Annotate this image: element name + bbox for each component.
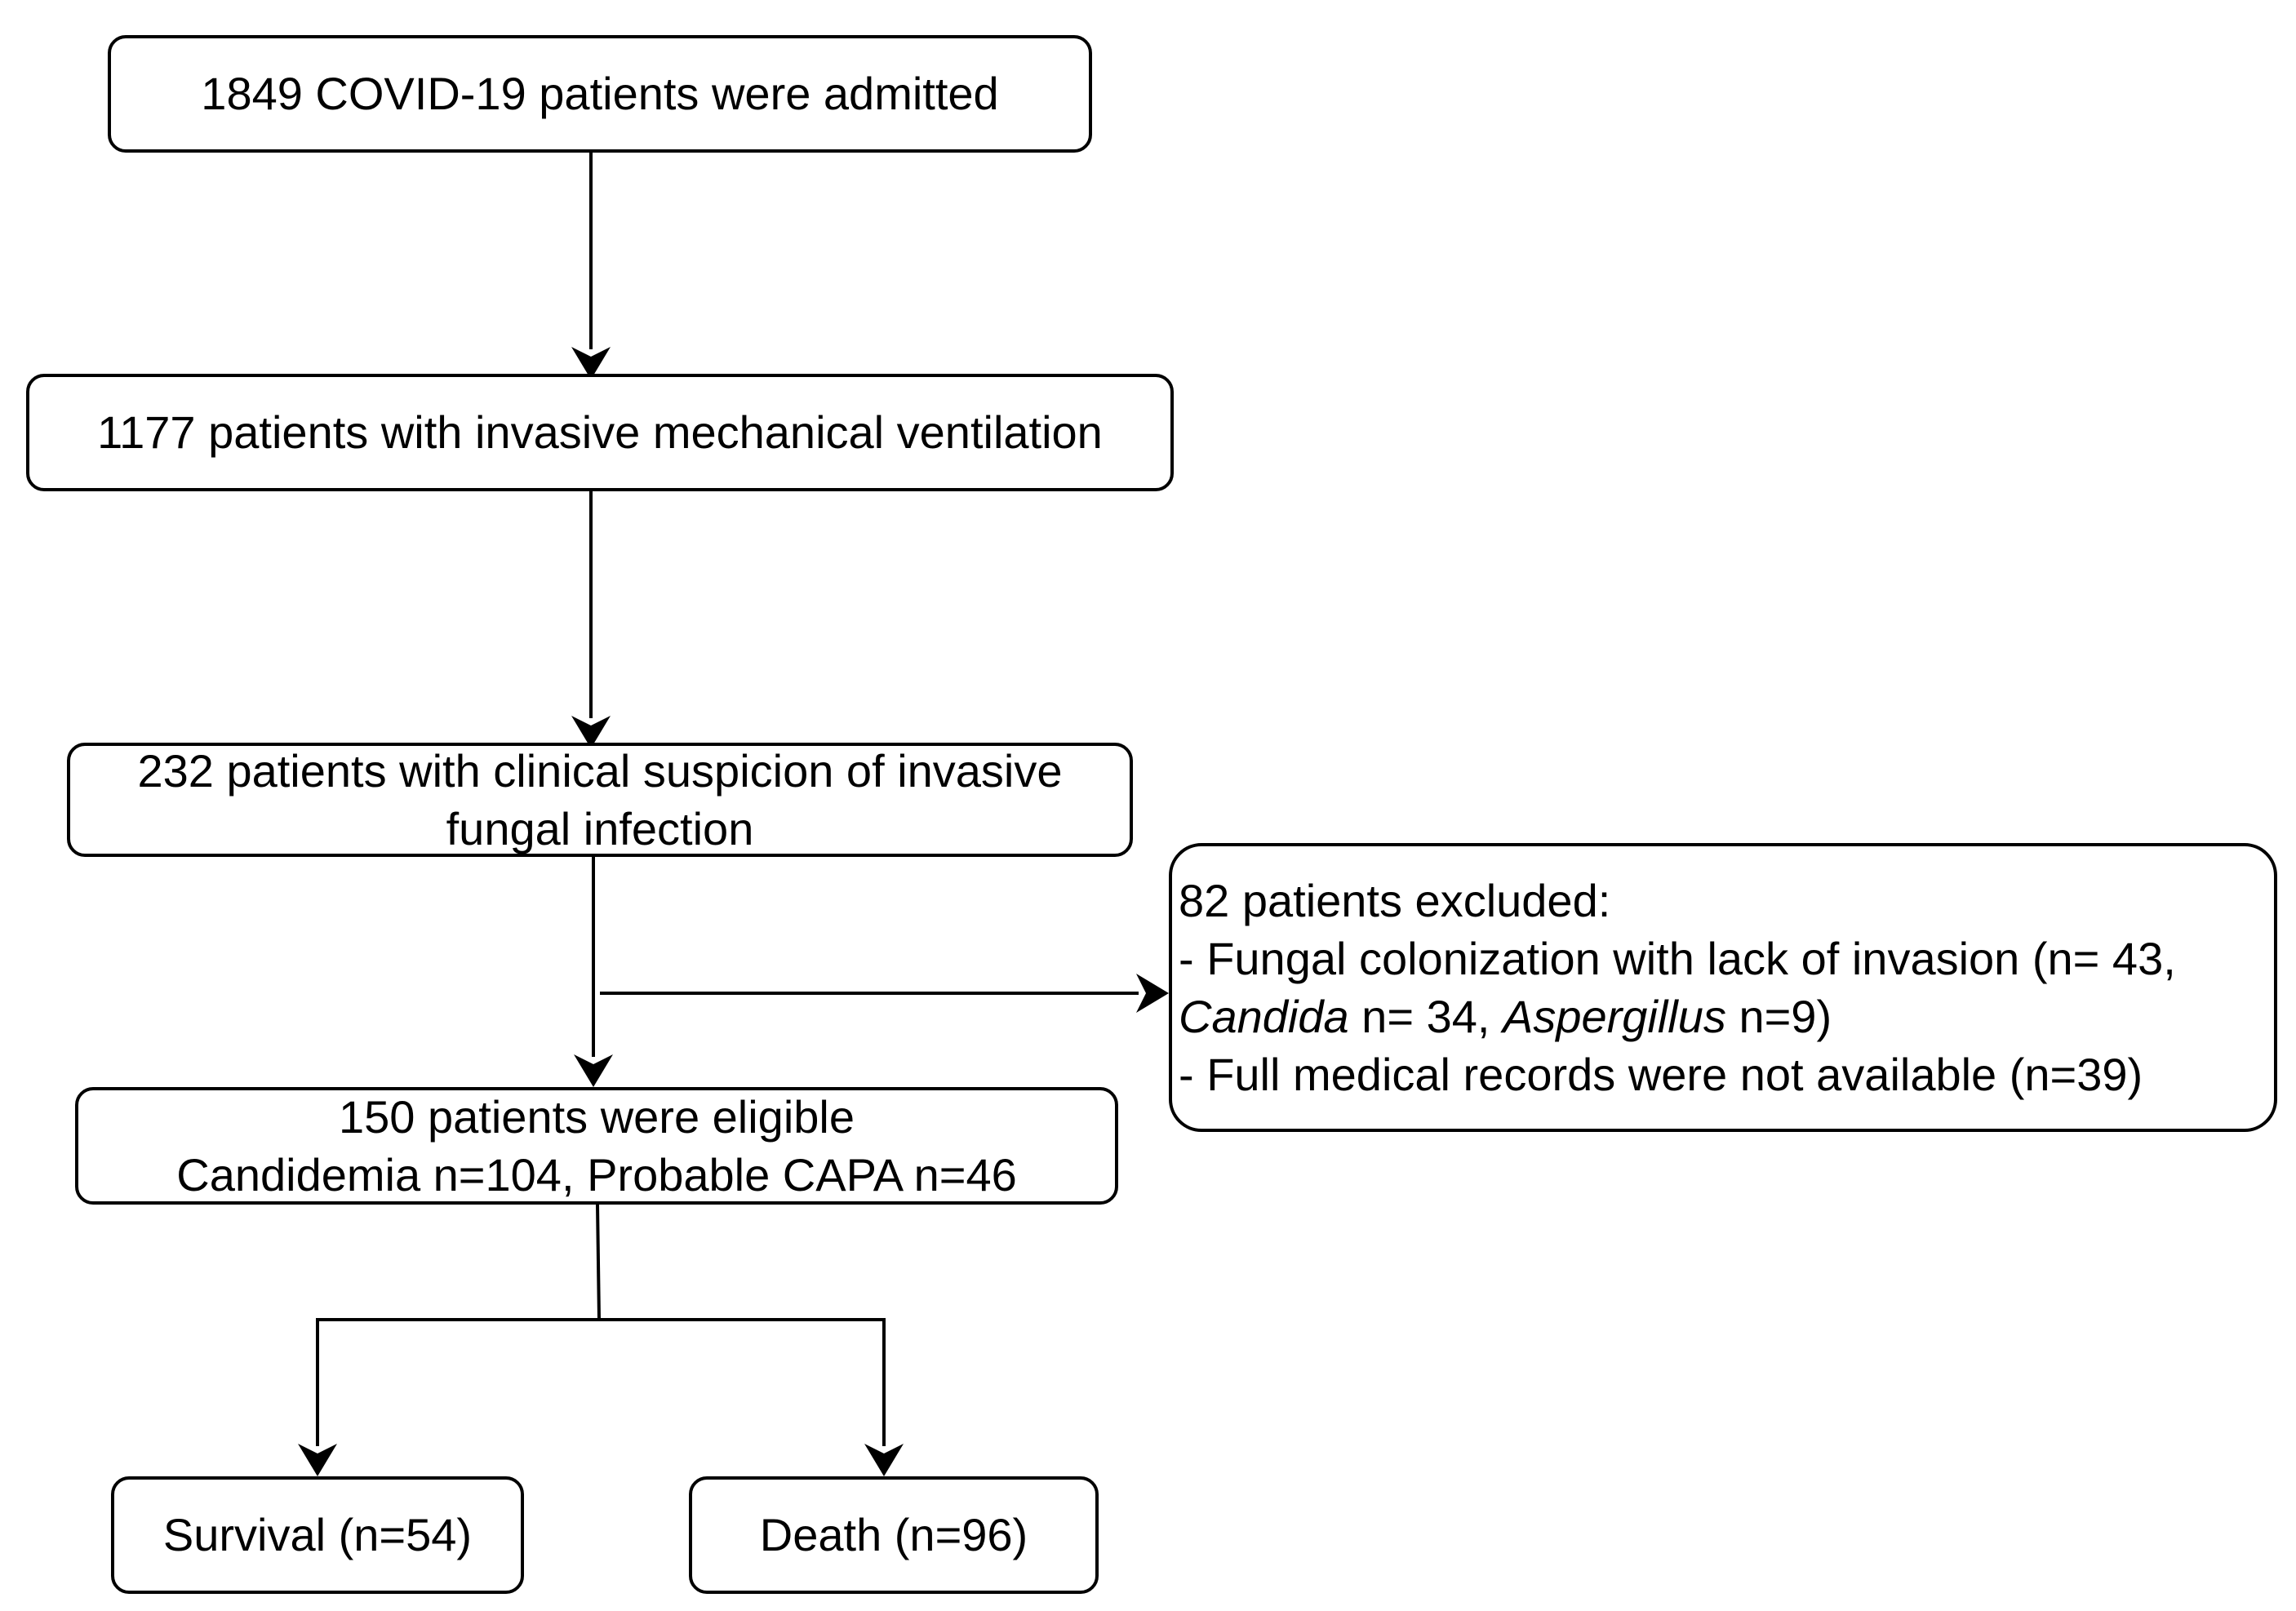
suspicion-text-line2: fungal infection xyxy=(446,803,754,854)
arrow-to-excluded xyxy=(600,974,1169,1013)
aspergillus-label: Aspergillus xyxy=(1502,991,1726,1042)
death-text: Death (n=96) xyxy=(759,1509,1028,1561)
aspergillus-count: n=9) xyxy=(1725,991,1832,1042)
arrow-ventilation-to-suspicion xyxy=(571,491,611,748)
eligible-box: 150 patients were eligible Candidemia n=… xyxy=(75,1087,1118,1205)
arrow-admitted-to-ventilation xyxy=(571,151,611,379)
admitted-text: 1849 COVID-19 patients were admitted xyxy=(201,68,999,120)
eligible-text-line2: Candidemia n=104, Probable CAPA n=46 xyxy=(176,1149,1017,1200)
excluded-reason-colonization-breakdown: Candida n= 34, Aspergillus n=9) xyxy=(1179,987,2176,1045)
excluded-title: 82 patients excluded: xyxy=(1179,874,1611,926)
arrow-eligible-to-outcomes xyxy=(298,1204,904,1476)
death-box: Death (n=96) xyxy=(689,1476,1099,1594)
ventilation-box: 1177 patients with invasive mechanical v… xyxy=(26,374,1174,491)
excluded-box: 82 patients excluded: - Fungal colonizat… xyxy=(1169,843,2277,1132)
excluded-reason-colonization: - Fungal colonization with lack of invas… xyxy=(1179,932,2176,984)
eligible-text-line1: 150 patients were eligible xyxy=(339,1090,855,1143)
suspicion-text-line1: 232 patients with clinical suspicion of … xyxy=(137,744,1063,797)
admitted-box: 1849 COVID-19 patients were admitted xyxy=(108,35,1092,153)
ventilation-text: 1177 patients with invasive mechanical v… xyxy=(97,406,1103,459)
survival-text: Survival (n=54) xyxy=(162,1509,473,1561)
suspicion-box: 232 patients with clinical suspicion of … xyxy=(67,743,1133,857)
candida-count: n= 34, xyxy=(1348,991,1503,1042)
arrow-suspicion-to-eligible xyxy=(574,857,613,1087)
excluded-reason-records: - Full medical records were not availabl… xyxy=(1179,1049,2143,1101)
survival-box: Survival (n=54) xyxy=(111,1476,524,1594)
candida-label: Candida xyxy=(1179,991,1349,1042)
